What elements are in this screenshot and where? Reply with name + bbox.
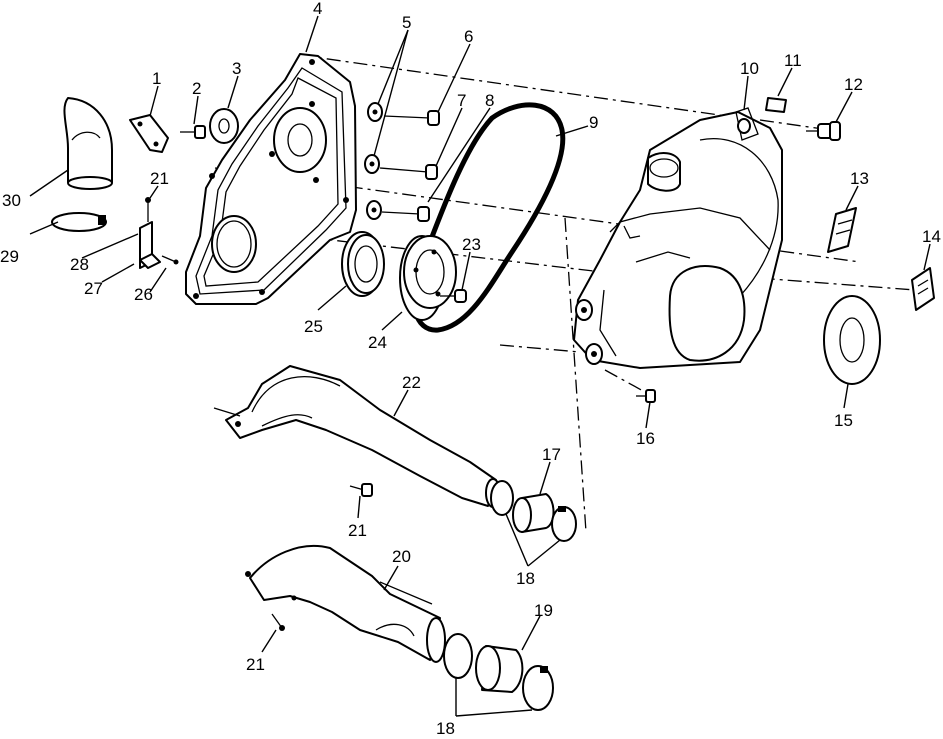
cover-screw bbox=[636, 389, 656, 403]
callout-28: 28 bbox=[70, 255, 89, 274]
washer bbox=[209, 108, 239, 144]
exhaust-duct bbox=[213, 365, 501, 508]
callout-12: 12 bbox=[844, 75, 863, 94]
callout-27: 27 bbox=[84, 279, 103, 298]
callout-2: 2 bbox=[192, 79, 201, 98]
callout-10: 10 bbox=[740, 59, 759, 78]
round-gasket bbox=[823, 295, 881, 385]
callout-23: 23 bbox=[462, 235, 481, 254]
screw bbox=[180, 125, 206, 139]
hose-clamps-upper bbox=[490, 480, 577, 542]
callout-21-bottom: 21 bbox=[246, 655, 265, 674]
callout-16: 16 bbox=[636, 429, 655, 448]
decal-curved bbox=[827, 207, 857, 253]
callout-11: 11 bbox=[784, 51, 802, 70]
callout-18-upper: 18 bbox=[516, 569, 535, 588]
callout-14: 14 bbox=[922, 227, 941, 246]
callout-20: 20 bbox=[392, 547, 411, 566]
callout-7: 7 bbox=[457, 91, 466, 110]
duct-bolt bbox=[349, 483, 373, 497]
callout-30: 30 bbox=[2, 191, 21, 210]
callout-21-middle: 21 bbox=[348, 521, 367, 540]
mounting-clip bbox=[139, 197, 179, 269]
inner-cover-plate bbox=[185, 53, 357, 305]
callout-21-top: 21 bbox=[150, 169, 169, 188]
callout-19: 19 bbox=[534, 601, 553, 620]
callout-8: 8 bbox=[485, 91, 494, 110]
callout-18-lower: 18 bbox=[436, 719, 455, 738]
callout-13: 13 bbox=[850, 169, 869, 188]
callout-29: 29 bbox=[0, 247, 19, 266]
callout-5: 5 bbox=[402, 13, 411, 32]
callout-25: 25 bbox=[304, 317, 323, 336]
pulley-bolt bbox=[440, 289, 467, 303]
callout-17: 17 bbox=[542, 445, 561, 464]
drive-belt bbox=[411, 102, 566, 333]
cover-bolts bbox=[379, 110, 440, 222]
outer-cover-bolt bbox=[806, 121, 841, 141]
callout-22: 22 bbox=[402, 373, 421, 392]
spacer-washers bbox=[364, 102, 383, 220]
outer-clutch-cover bbox=[573, 107, 783, 369]
callout-24: 24 bbox=[368, 333, 387, 352]
callout-3: 3 bbox=[232, 59, 241, 78]
callout-6: 6 bbox=[464, 27, 473, 46]
callout-1: 1 bbox=[152, 69, 161, 88]
callout-26: 26 bbox=[134, 285, 153, 304]
hose-clamps-lower bbox=[443, 633, 554, 711]
driven-pulley bbox=[399, 235, 457, 321]
warning-label bbox=[911, 267, 935, 311]
intake-duct-elbow bbox=[63, 97, 113, 190]
leader-lines bbox=[29, 15, 931, 717]
callout-9: 9 bbox=[589, 113, 598, 132]
bracket bbox=[129, 114, 169, 153]
decal-small bbox=[765, 97, 787, 113]
lower-duct-screw bbox=[271, 613, 285, 631]
callout-15: 15 bbox=[834, 411, 853, 430]
shaft-seal bbox=[341, 231, 385, 297]
hose-clamp bbox=[51, 212, 107, 232]
lower-coupler bbox=[475, 645, 524, 693]
coupler-sleeve bbox=[512, 493, 555, 533]
callout-4: 4 bbox=[313, 0, 322, 18]
lower-intake-duct bbox=[245, 544, 446, 663]
